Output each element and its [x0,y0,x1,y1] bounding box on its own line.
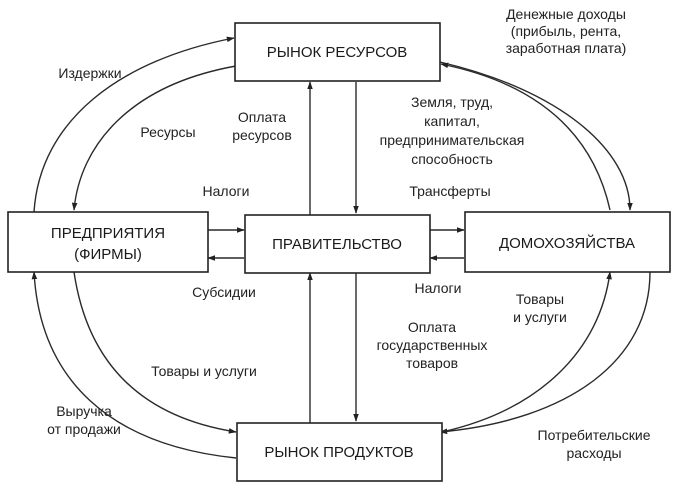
households-label: ДОМОХОЗЯЙСТВА [499,234,635,252]
resource-market-label: РЫНОК РЕСУРСОВ [267,44,408,61]
revenue-arrow [31,271,237,459]
consumer-spending-arrow [439,271,651,435]
goods-households-label-line1: Товары [516,291,564,307]
resource-market-node: РЫНОК РЕСУРСОВ [234,22,441,82]
income-arrow [439,61,633,211]
goods-households-label-line2: и услуги [513,309,567,325]
resources-label: Ресурсы [140,124,195,140]
firms-label-line2: (ФИРМЫ) [74,246,142,263]
government-label: ПРАВИТЕЛЬСТВО [272,236,402,253]
firms-node: ПРЕДПРИЯТИЯ (ФИРМЫ) [7,211,209,273]
government-node: ПРАВИТЕЛЬСТВО [244,214,431,274]
transfers-label: Трансферты [409,183,490,199]
firms-label-line1: ПРЕДПРИЯТИЯ [51,225,165,242]
taxes-households-label: Налоги [415,280,462,296]
gov-goods-label-line1: Оплата [408,319,456,335]
gov-goods-label-line2: государственных [377,337,488,353]
costs-arrow [33,36,235,213]
costs-label: Издержки [58,65,121,81]
goods-firms-arrow [73,271,237,434]
factors-label-line3: предпринимательская [380,132,525,148]
goods-households-arrow [441,271,612,433]
revenue-label-line2: от продажи [47,421,121,437]
income-label-line2: (прибыль, рента, [511,23,621,39]
resources-arrow [71,65,237,211]
consumer-spending-label-line1: Потребительские [538,427,651,443]
revenue-label-line1: Выручка [56,403,112,419]
income-label-line3: заработная плата) [506,40,627,56]
gov-goods-label-line3: товаров [406,355,458,371]
goods-firms-label: Товары и услуги [151,363,257,379]
taxes-firms-label: Налоги [203,183,250,199]
subsidies-label: Субсидии [192,284,256,300]
factors-label-line2: капитал, [424,113,480,129]
consumer-spending-label-line2: расходы [566,445,621,461]
product-market-node: РЫНОК ПРОДУКТОВ [236,422,443,482]
factors-arrow [440,62,611,211]
households-node: ДОМОХОЗЯЙСТВА [464,211,671,273]
product-market-label: РЫНОК ПРОДУКТОВ [264,444,413,461]
factors-label-line1: Земля, труд, [411,94,493,110]
income-label-line1: Денежные доходы [506,6,626,22]
resource-payment-label-line1: Оплата [238,109,286,125]
factors-label-line4: способность [411,151,493,167]
resource-payment-label-line2: ресурсов [232,127,292,143]
